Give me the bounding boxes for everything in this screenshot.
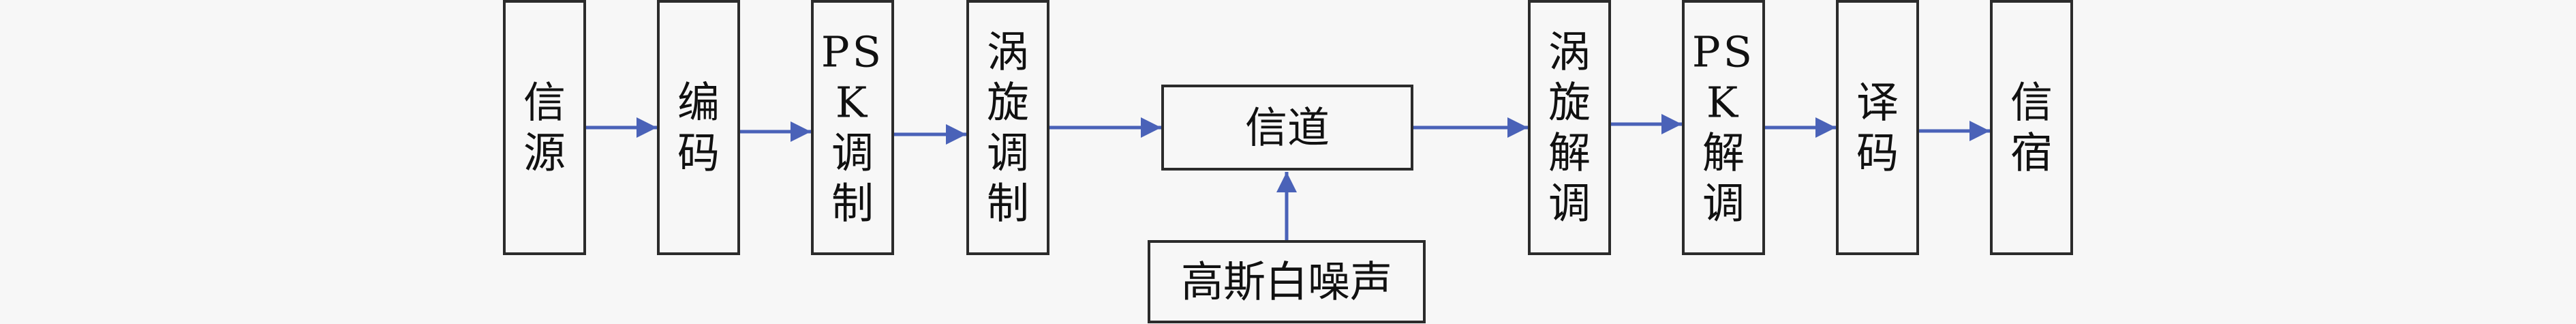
node-vortex-demodulation-label: 涡旋解调 — [1548, 27, 1591, 229]
node-encoder: 编码 — [657, 0, 740, 255]
node-vortex-modulation-label: 涡旋调制 — [987, 27, 1029, 229]
node-vortex-modulation: 涡旋调制 — [966, 0, 1049, 255]
node-sink-label: 信宿 — [2010, 78, 2053, 178]
node-decoder-label: 译码 — [1856, 78, 1899, 178]
node-sink: 信宿 — [1990, 0, 2073, 255]
node-gaussian-white-noise: 高斯白噪声 — [1148, 240, 1426, 323]
node-gaussian-white-noise-label: 高斯白噪声 — [1181, 257, 1392, 307]
node-vortex-demodulation: 涡旋解调 — [1528, 0, 1611, 255]
node-source: 信源 — [503, 0, 586, 255]
node-decoder: 译码 — [1836, 0, 1919, 255]
node-encoder-label: 编码 — [677, 78, 720, 178]
edges-layer — [585, 114, 1990, 240]
node-channel-label: 信道 — [1245, 103, 1330, 153]
node-channel: 信道 — [1161, 85, 1413, 171]
node-source-label: 信源 — [523, 78, 566, 178]
